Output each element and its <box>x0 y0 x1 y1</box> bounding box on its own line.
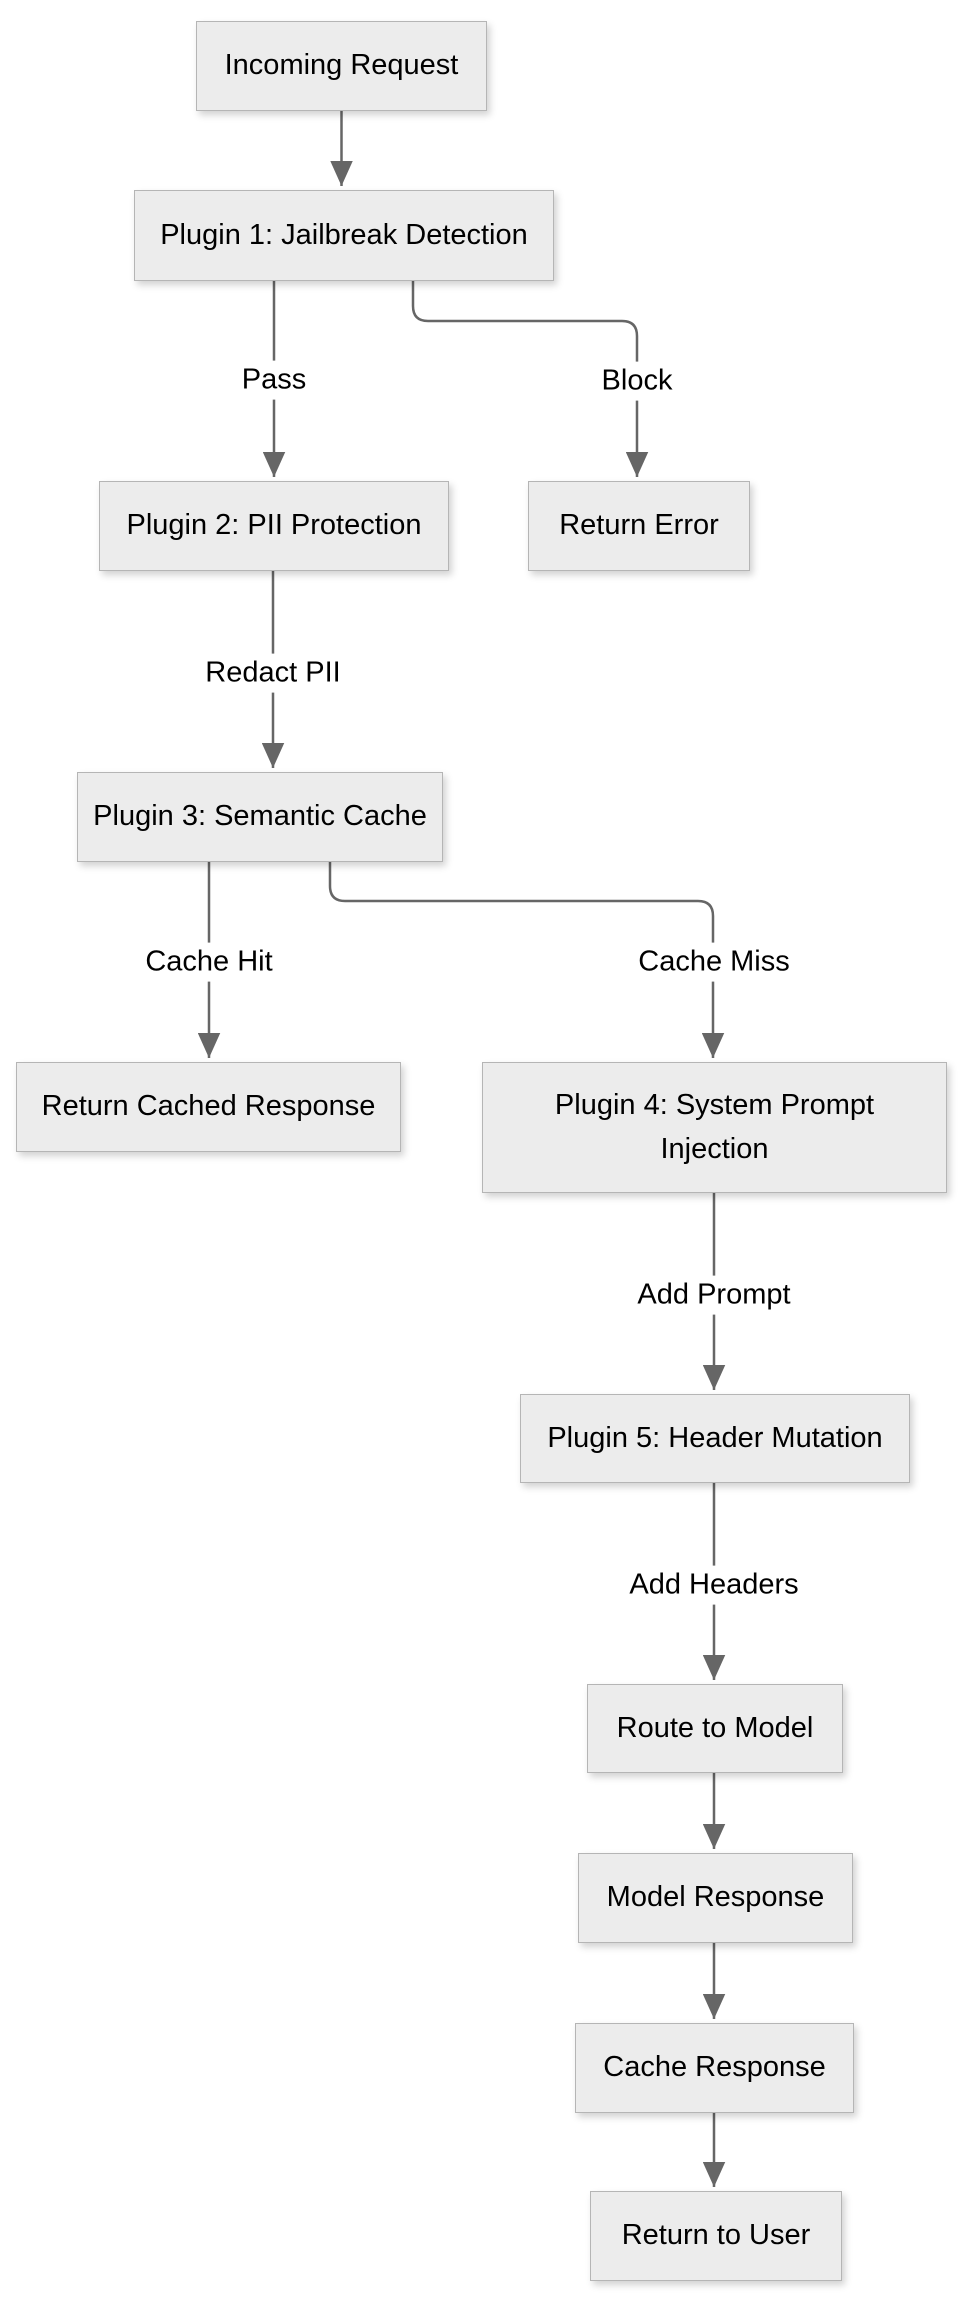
edge-label-add-prompt: Add Prompt <box>629 1275 799 1315</box>
node-plugin3-semantic-cache: Plugin 3: Semantic Cache <box>77 772 443 862</box>
node-incoming-request: Incoming Request <box>196 21 487 111</box>
node-return-error: Return Error <box>528 481 750 571</box>
edge-label-cache-miss: Cache Miss <box>630 942 798 982</box>
edge-label-add-headers: Add Headers <box>621 1565 807 1605</box>
edge-label-redact-pii: Redact PII <box>197 653 349 693</box>
node-cache-response: Cache Response <box>575 2023 854 2113</box>
node-return-cached-response: Return Cached Response <box>16 1062 401 1152</box>
node-route-to-model: Route to Model <box>587 1684 843 1773</box>
edge-label-cache-hit: Cache Hit <box>137 942 281 982</box>
edge-plugin1-block-to-return-error <box>411 281 649 477</box>
edge-plugin3-cachemiss-to-plugin4 <box>328 862 725 1058</box>
edge-label-block: Block <box>593 361 681 401</box>
edge-label-pass: Pass <box>233 360 315 400</box>
node-plugin5-header-mutation: Plugin 5: Header Mutation <box>520 1394 910 1483</box>
node-plugin2-pii-protection: Plugin 2: PII Protection <box>99 481 449 571</box>
node-return-to-user: Return to User <box>590 2191 842 2281</box>
node-model-response: Model Response <box>578 1853 853 1943</box>
node-plugin1-jailbreak-detection: Plugin 1: Jailbreak Detection <box>134 190 554 281</box>
node-plugin4-system-prompt-injection: Plugin 4: System Prompt Injection <box>482 1062 947 1193</box>
